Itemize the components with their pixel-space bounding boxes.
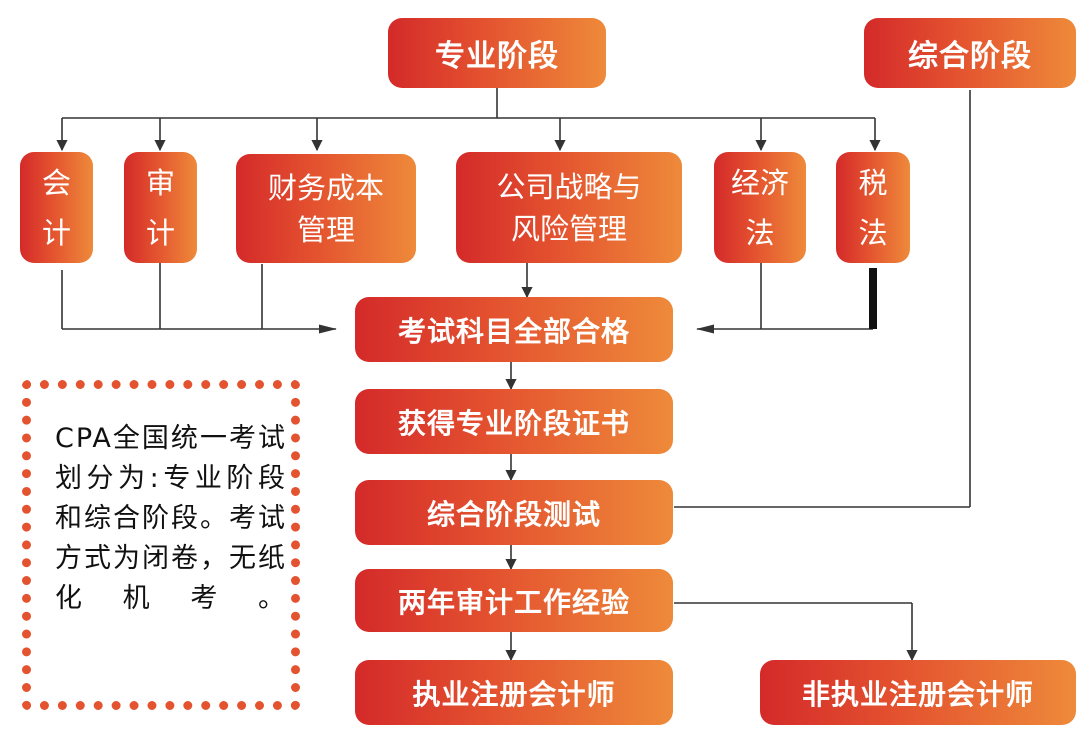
certificate-label: 获得专业阶段证书 [397,406,630,440]
subject-line1: 公司战略与 [496,169,642,204]
professional-stage-box: 专业阶段 [388,18,606,88]
subject-jingji: 经济 法 [714,152,806,263]
subject-kuaiji: 会 计 [20,152,93,263]
audit-experience-box: 两年审计工作经验 [355,569,673,632]
comprehensive-test-box: 综合阶段测试 [355,480,673,545]
certificate-box: 获得专业阶段证书 [355,389,673,454]
subject-line2: 计 [41,215,71,250]
comprehensive-test-label: 综合阶段测试 [426,497,601,531]
subject-caiwu: 财务成本 管理 [236,154,416,263]
subject-shuifa: 税 法 [836,152,910,263]
subject-line2: 风险管理 [510,211,627,246]
subject-line1: 财务成本 [267,170,384,205]
note-text: CPA全国统一考试划分为:专业阶段和综合阶段。考试方式为闭卷，无纸化机考。 [55,423,287,614]
non-practicing-cpa-label: 非执业注册会计师 [801,677,1034,711]
subject-line1: 审 [145,165,175,200]
professional-stage-label: 专业阶段 [435,39,559,74]
subject-line2: 法 [858,215,888,250]
comprehensive-stage-label: 综合阶段 [908,39,1032,74]
all-passed-box: 考试科目全部合格 [355,297,673,362]
comprehensive-stage-box: 综合阶段 [864,18,1076,88]
practicing-cpa-label: 执业注册会计师 [412,677,616,711]
subject-line2: 计 [145,215,175,250]
subject-line1: 会 [41,165,71,200]
subject-line2: 管理 [296,212,355,247]
subject-line1: 经济 [730,165,789,200]
audit-experience-label: 两年审计工作经验 [397,585,630,619]
practicing-cpa-box: 执业注册会计师 [355,660,673,725]
subject-line1: 税 [858,165,888,200]
non-practicing-cpa-box: 非执业注册会计师 [760,660,1076,725]
all-passed-label: 考试科目全部合格 [397,314,630,348]
subject-gongsi: 公司战略与 风险管理 [456,152,682,263]
note-box: CPA全国统一考试划分为:专业阶段和综合阶段。考试方式为闭卷，无纸化机考。 [22,380,300,710]
subject-line2: 法 [745,215,775,250]
subject-shenji: 审 计 [124,152,197,263]
